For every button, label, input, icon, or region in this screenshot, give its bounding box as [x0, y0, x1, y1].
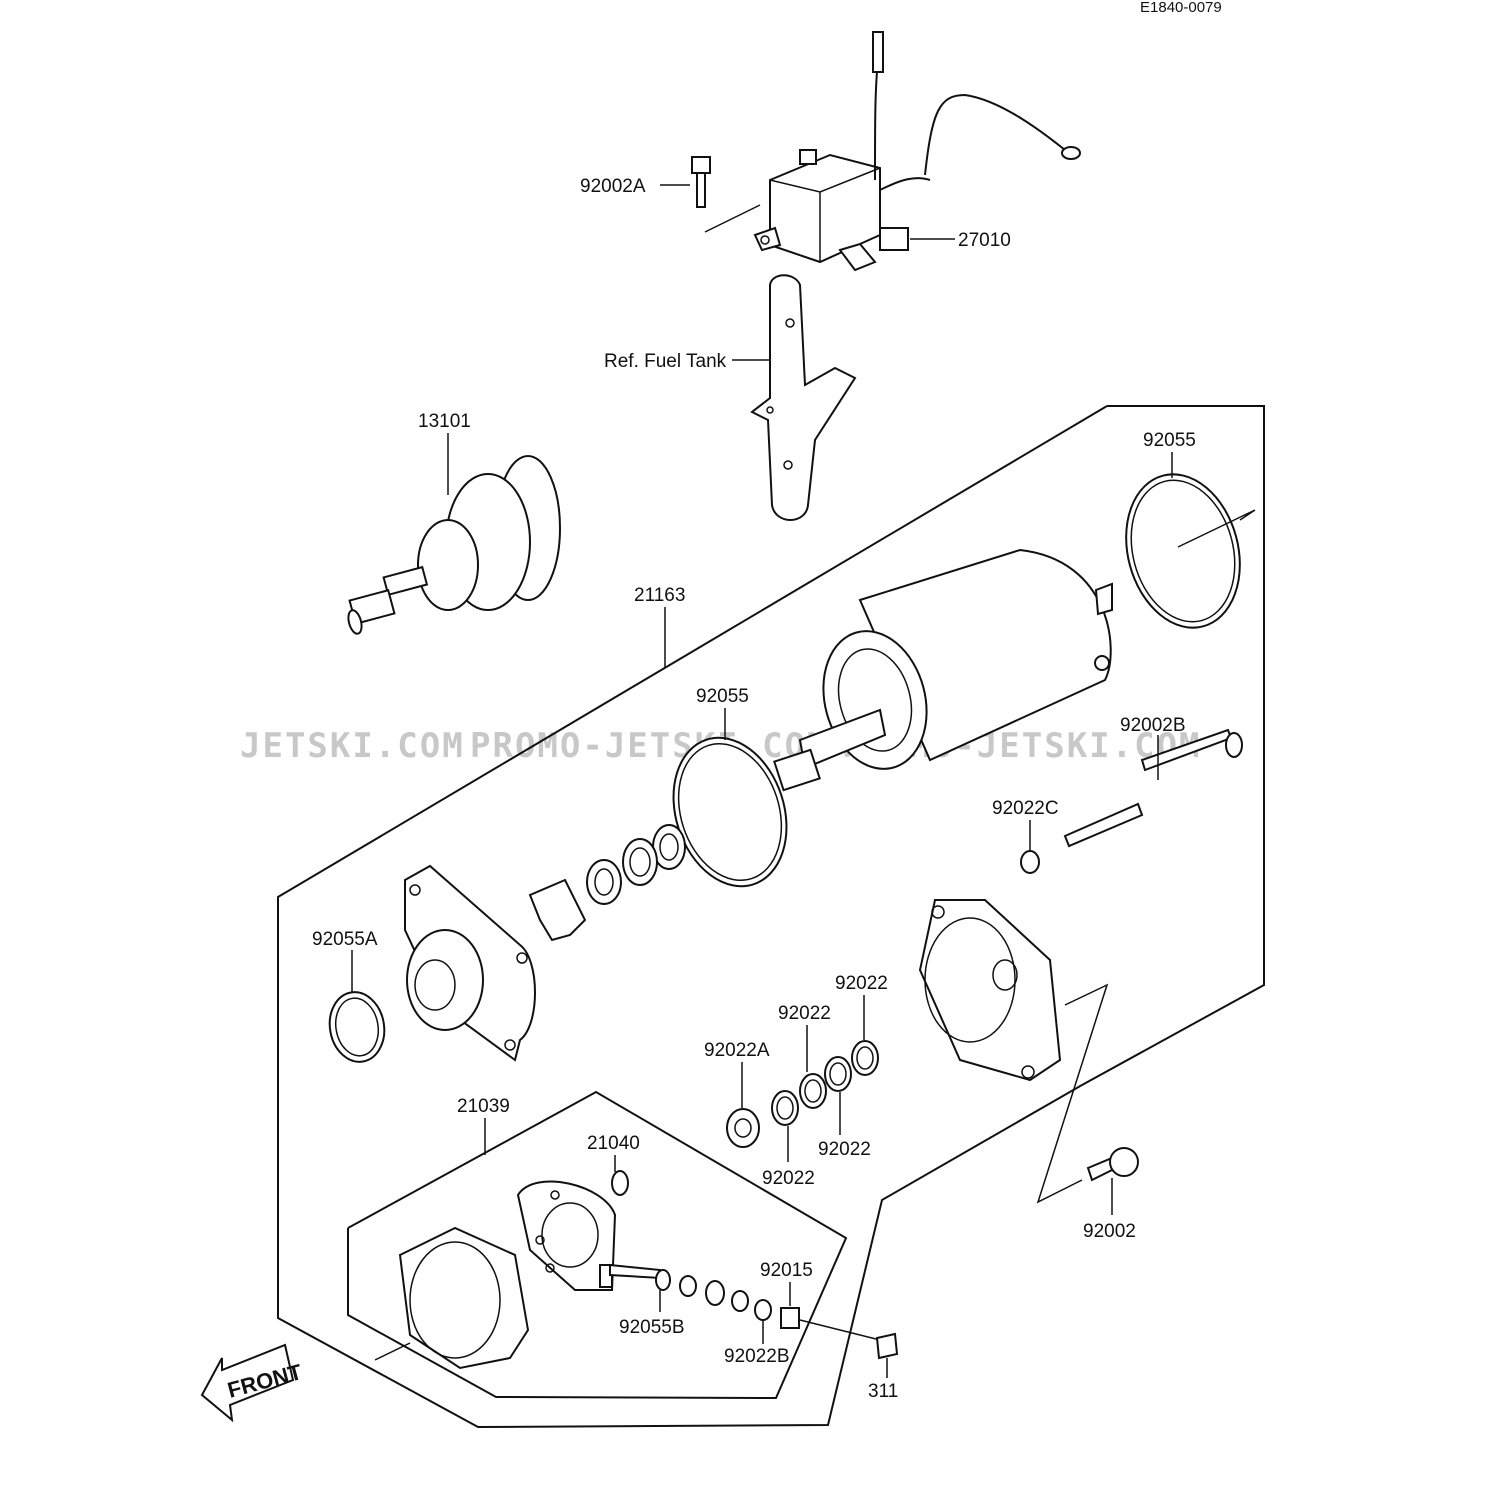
brush-holder-21039	[516, 1180, 617, 1291]
rear-cover	[918, 899, 1062, 1082]
watermark: PROMO-JETSKI.COM	[470, 726, 830, 766]
o-ring-92055A	[328, 991, 386, 1063]
label-92055A: 92055A	[312, 929, 378, 950]
brush-assembly-boundary	[347, 1090, 848, 1400]
nut-311	[875, 1332, 899, 1360]
label-92022A: 92022A	[704, 1040, 770, 1061]
front-arrow: FRONT	[200, 1343, 305, 1423]
o-ring-92055-top	[1125, 473, 1241, 629]
washer	[705, 1280, 725, 1306]
shim-92022A	[726, 1108, 760, 1148]
collar-92015	[780, 1307, 800, 1329]
shim-92022	[824, 1056, 852, 1092]
label-21039: 21039	[457, 1096, 510, 1117]
label-311: 311	[868, 1381, 898, 1402]
label-92055-mid: 92055	[696, 686, 749, 707]
label-92022-2: 92022	[778, 1003, 831, 1024]
through-bolts-92002B	[1063, 728, 1243, 848]
washer	[679, 1275, 697, 1297]
shim-92022	[799, 1073, 827, 1109]
label-ref-fuel-tank: Ref. Fuel Tank	[604, 351, 727, 372]
fuel-tank-bracket	[750, 274, 857, 521]
bolt-92002A	[691, 156, 711, 208]
washer-92055B	[655, 1269, 671, 1291]
washer	[586, 859, 622, 905]
shim-92022	[851, 1040, 879, 1076]
brush-cover	[374, 1226, 530, 1370]
washer-92022B	[754, 1299, 772, 1321]
nut-92022C	[1020, 850, 1040, 874]
label-92022B: 92022B	[724, 1346, 790, 1367]
label-92055-top: 92055	[1143, 430, 1196, 451]
label-27010: 27010	[958, 230, 1011, 251]
starter-clutch-13101	[347, 455, 561, 635]
starter-relay	[704, 31, 1081, 272]
terminal-bolt	[609, 1263, 661, 1280]
spring-21040	[611, 1170, 629, 1196]
label-92002: 92002	[1083, 1221, 1136, 1242]
label-92022-3: 92022	[818, 1139, 871, 1160]
motor-yoke-21163	[773, 548, 1113, 792]
washer	[622, 838, 658, 886]
front-cover	[404, 864, 536, 1062]
bolt-92002	[1086, 1147, 1139, 1182]
diagram-code: E1840-0079	[1140, 0, 1222, 16]
label-92022C: 92022C	[992, 798, 1059, 819]
shim-92022	[771, 1090, 799, 1126]
assembly-boundary	[277, 405, 1265, 1429]
label-92022-4: 92022	[762, 1168, 815, 1189]
leader-zigzag	[1036, 983, 1109, 1204]
label-21163: 21163	[634, 585, 685, 606]
label-92055B: 92055B	[619, 1317, 685, 1338]
label-92022-1: 92022	[835, 973, 888, 994]
leader-lines	[351, 184, 1173, 1378]
lock-plate	[528, 878, 587, 942]
label-92002B: 92002B	[1120, 715, 1186, 736]
label-21040: 21040	[587, 1133, 640, 1154]
watermark: JETSKI.COM	[240, 726, 465, 766]
label-92002A: 92002A	[580, 176, 646, 197]
washer	[731, 1290, 749, 1312]
label-92015: 92015	[760, 1260, 813, 1281]
front-label: FRONT	[225, 1359, 305, 1403]
label-13101: 13101	[418, 411, 471, 432]
